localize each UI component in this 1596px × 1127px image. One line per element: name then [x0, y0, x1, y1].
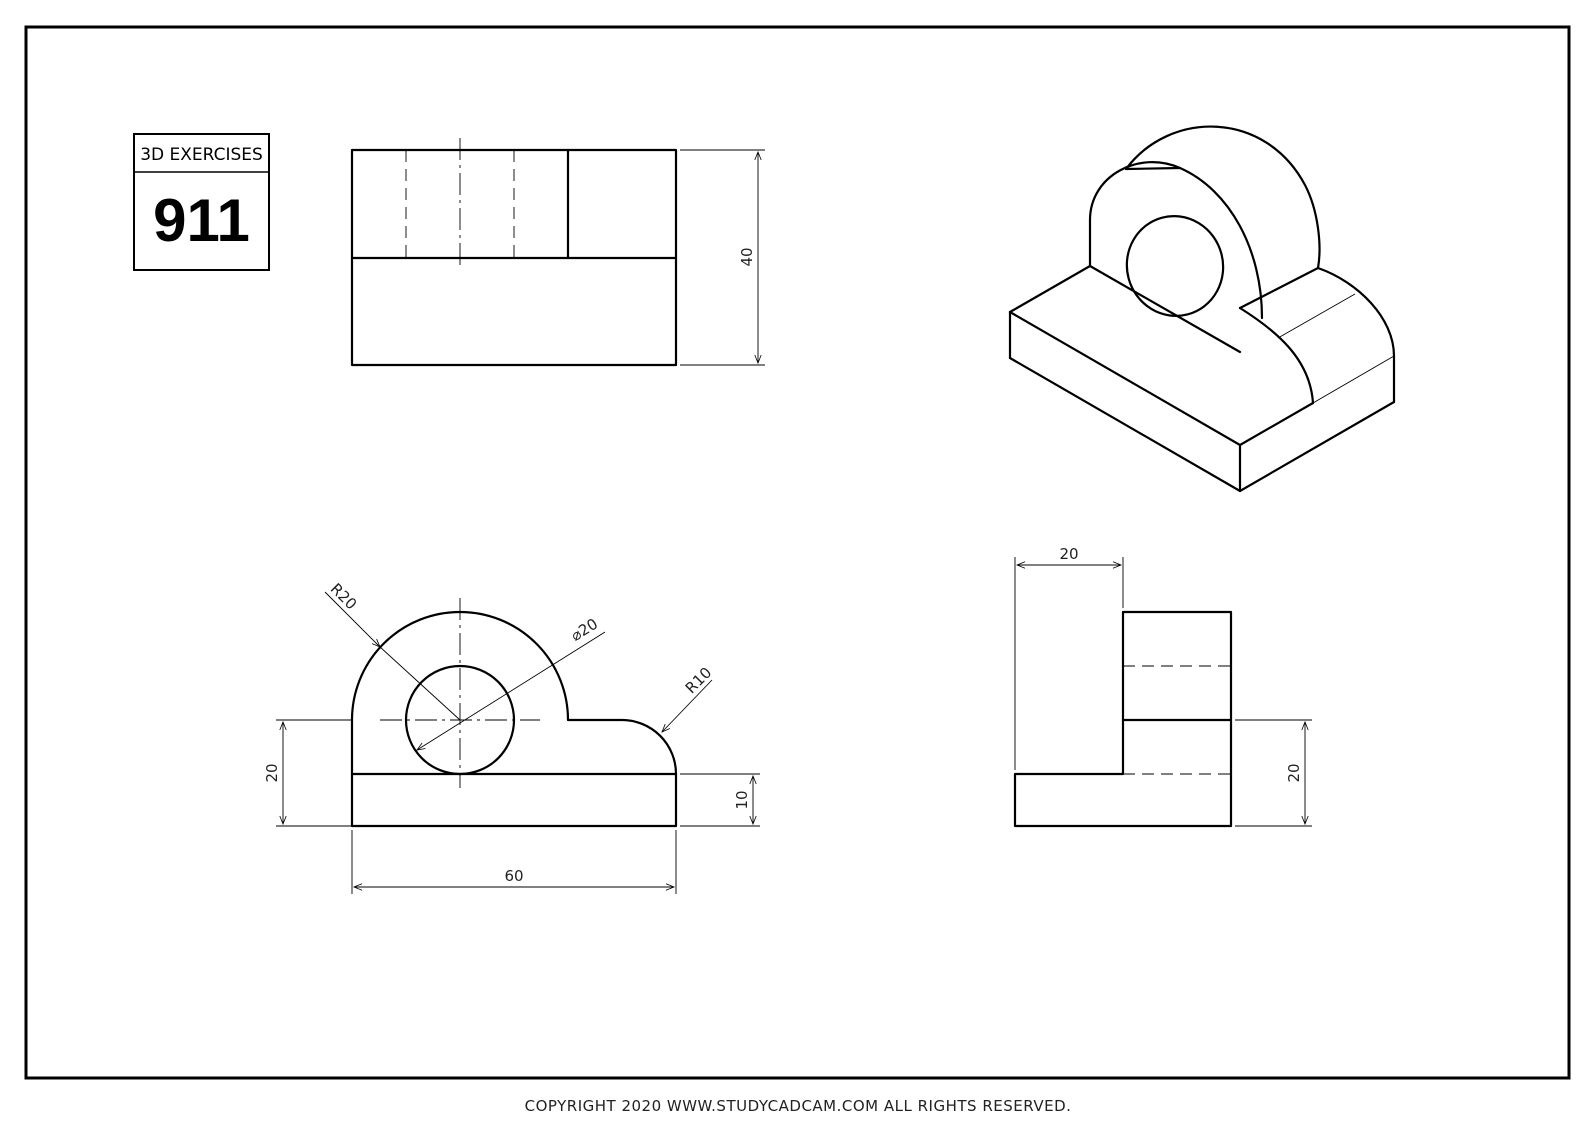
dim-side-width: 20: [1059, 545, 1078, 563]
dim-side-height: 20: [1285, 763, 1303, 782]
dim-radius-big: R20: [327, 580, 361, 614]
dim-front-base: 10: [733, 790, 751, 809]
copyright-text: COPYRIGHT 2020 WWW.STUDYCADCAM.COM ALL R…: [525, 1097, 1072, 1115]
front-view: R20 ⌀20 R10 20 10 60: [263, 580, 760, 894]
sheet-border: [24, 25, 1571, 1080]
badge-label: 3D EXERCISES: [140, 145, 263, 165]
dim-front-width: 60: [504, 867, 523, 885]
top-view: 40: [350, 138, 765, 367]
dim-hole-dia: ⌀20: [568, 615, 601, 645]
isometric-view: [1008, 125, 1396, 493]
side-view: 20 20: [1013, 545, 1312, 828]
dim-radius-small: R10: [682, 664, 716, 698]
badge-number: 911: [153, 187, 250, 254]
dim-top-height: 40: [738, 247, 756, 266]
dim-front-height-left: 20: [263, 763, 281, 782]
exercise-badge: 3D EXERCISES 911: [133, 133, 270, 271]
